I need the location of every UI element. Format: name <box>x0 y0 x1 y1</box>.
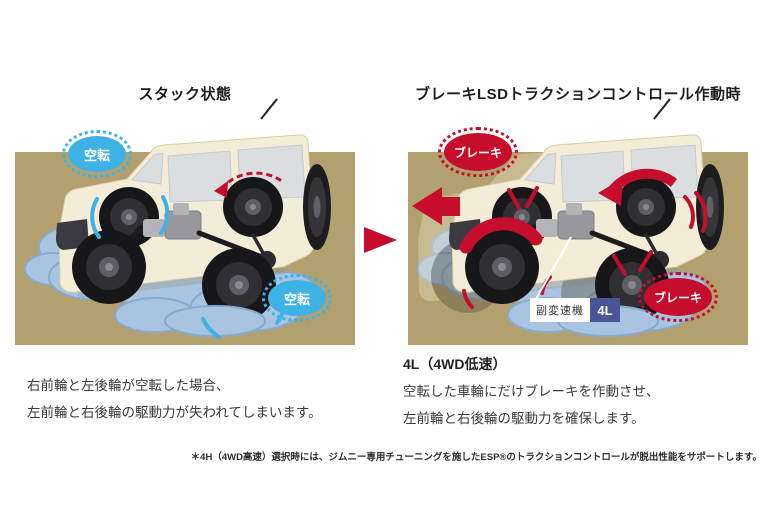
near-front-wheel <box>465 230 539 304</box>
near-rear-wheel <box>202 248 276 322</box>
traction-car-illustration <box>412 98 724 337</box>
drive-rotation-arrow-icon <box>598 168 708 233</box>
gear-mode-badge: 4L <box>590 298 620 322</box>
label-pointer-line <box>535 236 572 300</box>
stuck-car-illustration <box>24 98 331 339</box>
right-panel-title: ブレーキLSDトラクションコントロール作動時 <box>414 86 741 103</box>
near-front-wheel <box>72 230 146 304</box>
left-caption: 右前輪と左後輪が空転した場合、 左前輪と右後輪の駆動力が失われてしまいます。 <box>27 372 322 426</box>
left-caption-line2: 左前輪と右後輪の駆動力が失われてしまいます。 <box>27 405 322 420</box>
footnote: ＊4H（4WD高速）選択時には、ジムニー専用チューニングを施したESP®のトラク… <box>190 452 762 463</box>
slip-badge-front: 空転 <box>62 130 132 178</box>
left-panel-title: スタック状態 <box>138 86 232 103</box>
forward-direction-arrow-icon <box>412 187 460 225</box>
right-caption-heading: 4L（4WD低速） <box>403 356 507 372</box>
right-caption: 4L（4WD低速） 空転した車輪にだけブレーキを作動させ、 左前輪と右後輪の駆動… <box>403 353 660 432</box>
jimny-car <box>56 98 331 322</box>
transition-arrow-icon <box>364 227 397 253</box>
brake-badge-rear: ブレーキ <box>638 272 718 322</box>
transfer-case-label: 副変速機 4L <box>530 298 620 322</box>
left-caption-line1: 右前輪と左後輪が空転した場合、 <box>27 378 230 393</box>
slip-rotation-arrow-icon <box>214 171 284 198</box>
transfer-case-name: 副変速機 <box>530 298 590 322</box>
right-caption-line2: 左前輪と右後輪の駆動力を確保します。 <box>403 411 645 426</box>
mud-splash-front <box>164 305 266 337</box>
far-rear-wheel <box>616 177 676 237</box>
slip-badge-rear: 空転 <box>262 274 332 322</box>
far-rear-wheel <box>223 177 283 237</box>
right-caption-line1: 空転した車輪にだけブレーキを作動させ、 <box>403 384 660 399</box>
brake-badge-front: ブレーキ <box>438 127 518 177</box>
